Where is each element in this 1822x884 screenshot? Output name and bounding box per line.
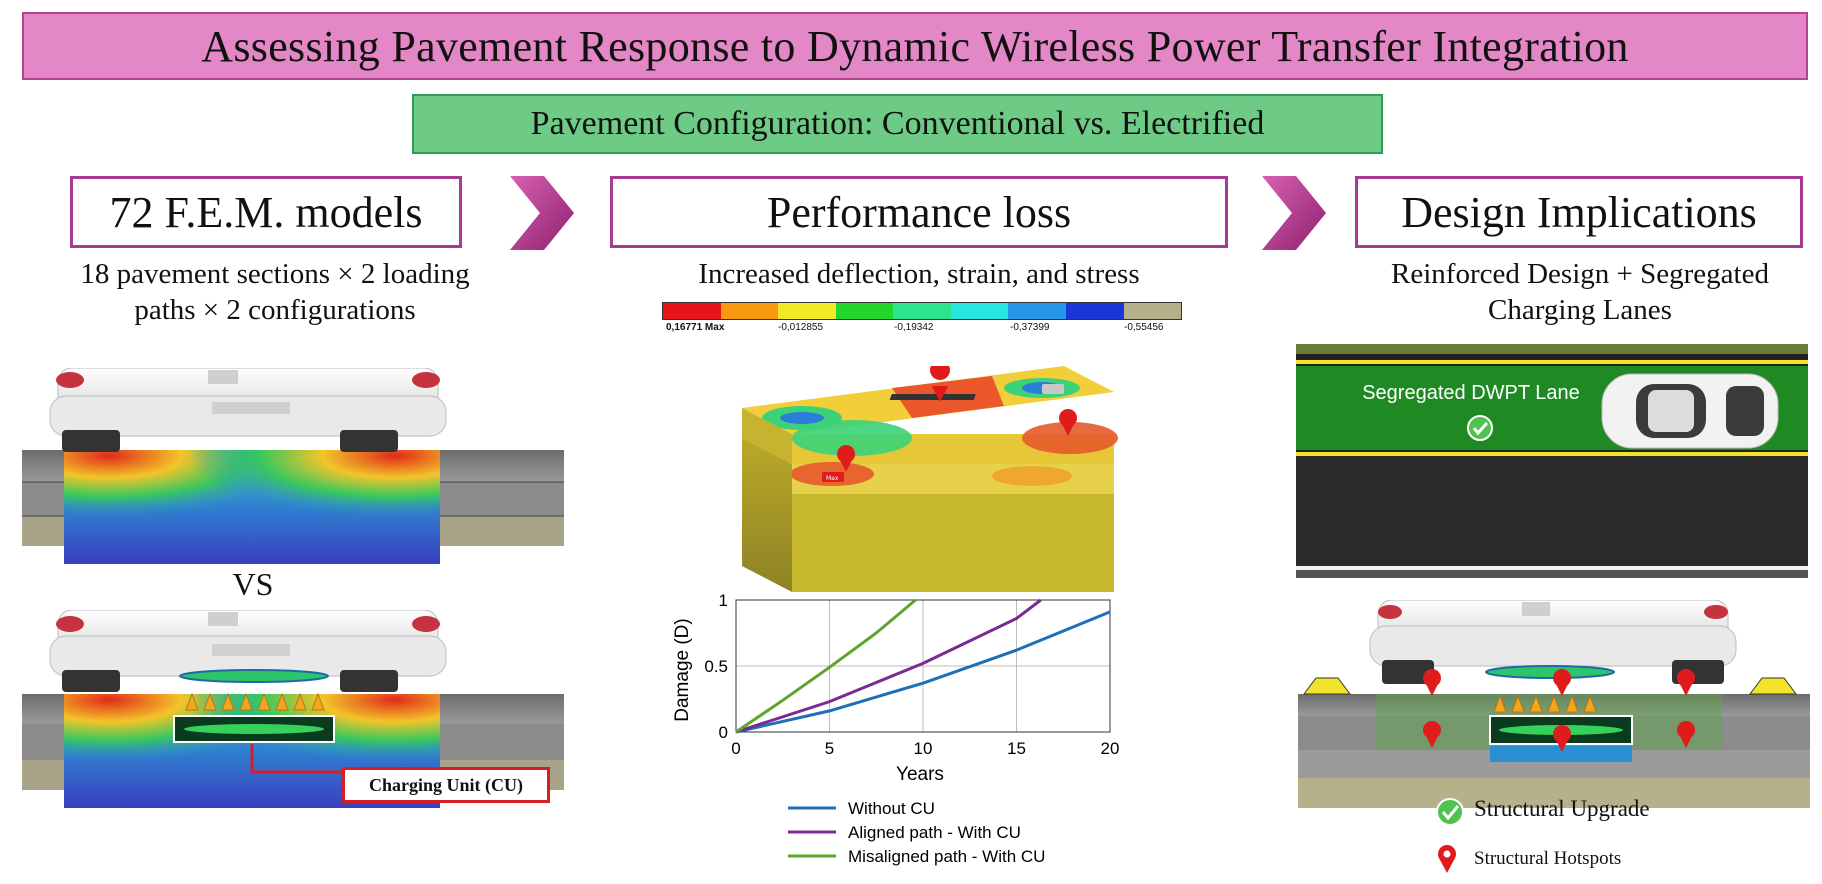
chart-xlabel: Years: [896, 764, 944, 785]
middle-description: Increased deflection, strain, and stress: [698, 258, 1140, 290]
structural-upgrade-label: Structural Upgrade: [1474, 796, 1650, 821]
segregated-lane-illustration: [1296, 344, 1808, 578]
electrified-pavement-illustration: [22, 610, 564, 808]
chart-series-line: [735, 598, 917, 734]
page-title: Assessing Pavement Response to Dynamic W…: [22, 12, 1808, 80]
colorbar-tick: -0,19342: [894, 322, 934, 333]
heading-fem-models: 72 F.E.M. models: [70, 176, 462, 248]
chart-ytick-label: 0: [719, 723, 728, 742]
colorbar-swatch: [778, 303, 836, 319]
chart-xtick-label: 20: [1101, 739, 1120, 758]
left-description-line1: 18 pavement sections × 2 loading: [80, 258, 470, 290]
chart-legend-label: Aligned path - With CU: [848, 823, 1021, 842]
chevron-right-icon: [510, 176, 574, 250]
right-description-line1: Reinforced Design + Segregated: [1391, 258, 1769, 290]
chart-xtick-label: 10: [914, 739, 933, 758]
charging-unit-label: Charging Unit (CU): [342, 767, 550, 803]
page-subtitle: Pavement Configuration: Conventional vs.…: [412, 94, 1383, 154]
heading-design-implications: Design Implications: [1355, 176, 1803, 248]
colorbar: 0,16771 Max -0,012855 -0,19342 -0,37399 …: [662, 302, 1182, 338]
chart-series-line: [735, 610, 1111, 734]
colorbar-max-label: 0,16771 Max: [666, 322, 725, 333]
chart-xtick-label: 15: [1007, 739, 1026, 758]
chart-ylabel: Damage (D): [672, 618, 693, 721]
colorbar-swatch: [720, 303, 779, 319]
chevron-right-icon: [1262, 176, 1326, 250]
chart-xticks: 0 5 10 15 20: [731, 739, 1119, 758]
left-description-line2: paths × 2 configurations: [134, 294, 416, 326]
map-pin-icon: [1438, 845, 1456, 873]
chart-grid: [735, 599, 1111, 733]
chart-xtick-label: 5: [825, 739, 834, 758]
chart-ytick-label: 1: [719, 591, 728, 610]
chart-legend-label: Without CU: [848, 799, 935, 818]
segregated-lane-label: Segregated DWPT Lane: [1362, 382, 1580, 404]
colorbar-swatch: [835, 303, 894, 319]
colorbar-tick: -0,012855: [778, 322, 824, 333]
colorbar-swatch: [950, 303, 1009, 319]
fem-model-illustration: Max: [742, 366, 1118, 592]
chart-legend: Without CU Aligned path - With CU Misalign…: [788, 799, 1045, 866]
reinforced-pavement-illustration: [1298, 600, 1810, 826]
chart-series-line: [735, 598, 1042, 734]
colorbar-swatch: [1065, 303, 1124, 319]
chart-lines: [735, 598, 1111, 734]
colorbar-swatch: [1123, 303, 1182, 319]
chart-ytick-label: 0.5: [704, 657, 728, 676]
chart-xtick-label: 0: [731, 739, 740, 758]
conventional-pavement-illustration: [22, 368, 564, 564]
colorbar-swatch: [663, 303, 721, 319]
colorbar-swatch: [893, 303, 951, 319]
left-description: 18 pavement sections × 2 loading paths ×…: [30, 256, 520, 328]
chart-frame: [735, 599, 1111, 733]
structural-hotspots-label: Structural Hotspots: [1474, 848, 1622, 869]
colorbar-tick: -0,37399: [1010, 322, 1050, 333]
heading-performance-loss: Performance loss: [610, 176, 1228, 248]
colorbar-tick: -0,55456: [1124, 322, 1164, 333]
vs-label: VS: [232, 566, 274, 602]
colorbar-swatch: [1008, 303, 1066, 319]
chart-yticks: 00.51: [704, 591, 728, 742]
right-description: Reinforced Design + Segregated Charging …: [1340, 256, 1820, 328]
model-max-tag: Max: [826, 475, 839, 482]
chart-legend-label: Misaligned path - With CU: [848, 847, 1045, 866]
right-description-line2: Charging Lanes: [1488, 294, 1672, 326]
